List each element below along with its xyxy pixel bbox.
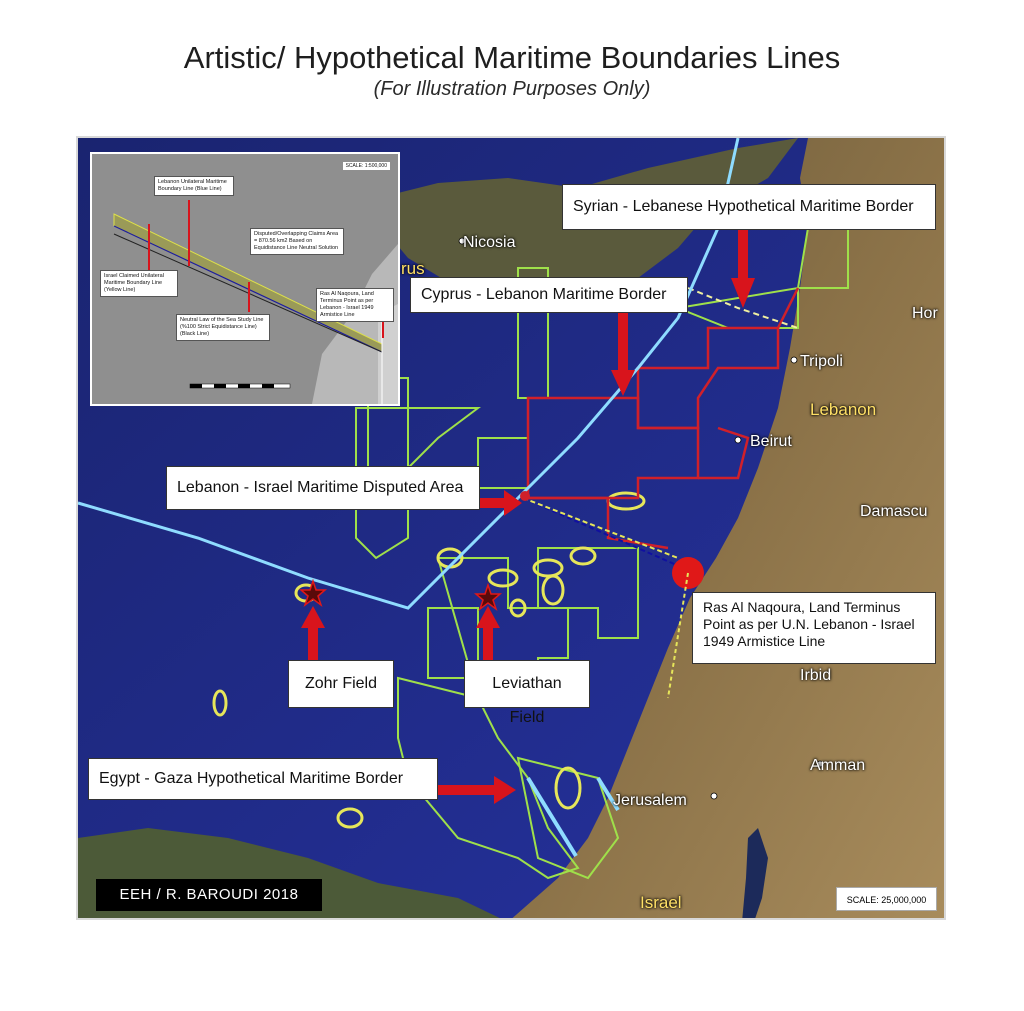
place-irbid: Irbid (800, 667, 832, 684)
callout-egypt-gaza: Egypt - Gaza Hypothetical Maritime Borde… (88, 758, 438, 800)
disputed-yellow-line (522, 497, 679, 559)
place-tripoli: Tripoli (800, 353, 843, 370)
inset-disputed-label: Disputed/Overlapping Claims Area = 870.5… (250, 228, 344, 255)
place-damascus: Damascu (860, 503, 928, 520)
inset-ras-naqoura-label: Ras Al Naqoura, Land Terminus Point as p… (316, 288, 394, 322)
city-markers (458, 237, 824, 800)
place-amman: Amman (810, 757, 866, 774)
place-israel: Israel (640, 893, 682, 912)
map-title: Artistic/ Hypothetical Maritime Boundari… (183, 40, 841, 75)
place-lebanon: Lebanon (810, 400, 877, 419)
callout-syria-lebanon: Syrian - Lebanese Hypothetical Maritime … (562, 184, 936, 230)
callout-disputed-area: Lebanon - Israel Maritime Disputed Area (166, 466, 480, 510)
inset-black-line-label: Neutral Law of the Sea Study Line (%100 … (176, 314, 270, 341)
callout-cyprus-lebanon: Cyprus - Lebanon Maritime Border (410, 277, 688, 313)
place-cyprus: rus (401, 259, 425, 278)
egypt-cyprus-border-line (78, 496, 520, 610)
inset-blue-line-label: Lebanon Unilateral Maritime Boundary Lin… (154, 176, 234, 196)
place-homs: Hor (912, 305, 938, 322)
place-beirut: Beirut (750, 433, 792, 450)
egypt-gaza-border-line (526, 776, 578, 858)
dead-sea (742, 828, 768, 918)
callout-leviathan-field: Leviathan Field (464, 660, 590, 726)
inset-map[interactable]: SCALE: 1:500,000 Lebanon Unilateral Mari… (90, 152, 400, 406)
disputed-blue-line (522, 497, 689, 571)
place-jerusalem: Jerusalem (613, 792, 687, 809)
callout-ras-naqoura: Ras Al Naqoura, Land Terminus Point as p… (692, 592, 936, 664)
levant-land (512, 138, 944, 918)
inset-scale-label: SCALE: 1:500,000 (342, 162, 390, 170)
credit-label: EEH / R. BAROUDI 2018 (96, 879, 322, 911)
map-scale-label: SCALE: 25,000,000 (836, 887, 937, 911)
field-outlines (212, 491, 646, 829)
callout-arrows (301, 220, 755, 804)
disputed-point (520, 491, 530, 501)
callout-zohr-field: Zohr Field (288, 660, 394, 708)
inset-yellow-line-label: Israel Claimed Unilateral Maritime Bound… (100, 270, 178, 297)
field-stars (298, 578, 503, 612)
place-nicosia: Nicosia (463, 234, 516, 251)
map-subtitle: (For Illustration Purposes Only) (373, 78, 651, 100)
syria-lebanon-border-line (687, 287, 799, 329)
